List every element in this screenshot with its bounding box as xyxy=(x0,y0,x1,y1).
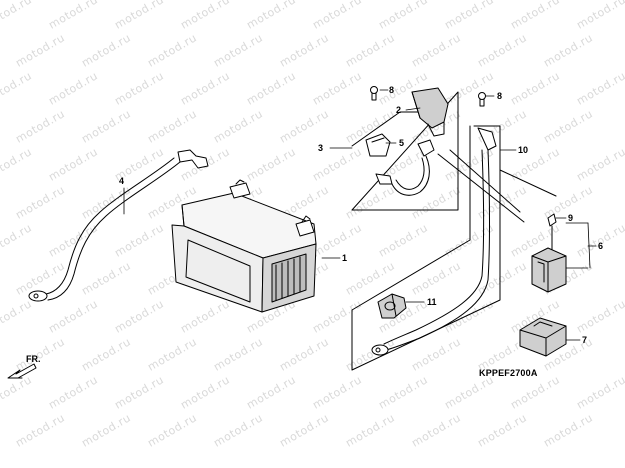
terminal-cover xyxy=(411,87,449,137)
callout-8-left: 8 xyxy=(389,85,395,95)
callout-6: 6 xyxy=(598,241,604,251)
front-direction-arrow-icon xyxy=(7,363,37,379)
callout-10: 10 xyxy=(518,145,529,155)
terminal-boot xyxy=(377,293,407,319)
callout-7: 7 xyxy=(582,335,588,345)
short-cable xyxy=(375,139,435,196)
positive-cable xyxy=(371,127,497,356)
callout-9: 9 xyxy=(568,213,574,223)
group-outline-10 xyxy=(351,125,557,371)
callout-4: 4 xyxy=(119,176,125,186)
relay-cover xyxy=(519,317,567,357)
battery xyxy=(171,179,317,313)
callout-2: 2 xyxy=(396,105,402,115)
terminal-cap xyxy=(365,133,391,157)
group-outline-3 xyxy=(351,91,459,211)
callout-1: 1 xyxy=(342,253,348,263)
diagram-code: KPPEF2700A xyxy=(479,368,538,378)
routing-lines xyxy=(437,149,525,223)
bolt-8-right xyxy=(478,92,486,107)
callout-11: 11 xyxy=(427,297,437,307)
callout-8-right: 8 xyxy=(497,91,503,101)
ground-cable xyxy=(28,149,209,302)
bolt-8-left xyxy=(370,86,378,101)
leader-lines xyxy=(123,89,597,341)
callout-3: 3 xyxy=(318,143,324,153)
starter-relay xyxy=(531,213,567,293)
front-direction-label: FR. xyxy=(26,354,41,364)
callout-5: 5 xyxy=(399,138,405,148)
